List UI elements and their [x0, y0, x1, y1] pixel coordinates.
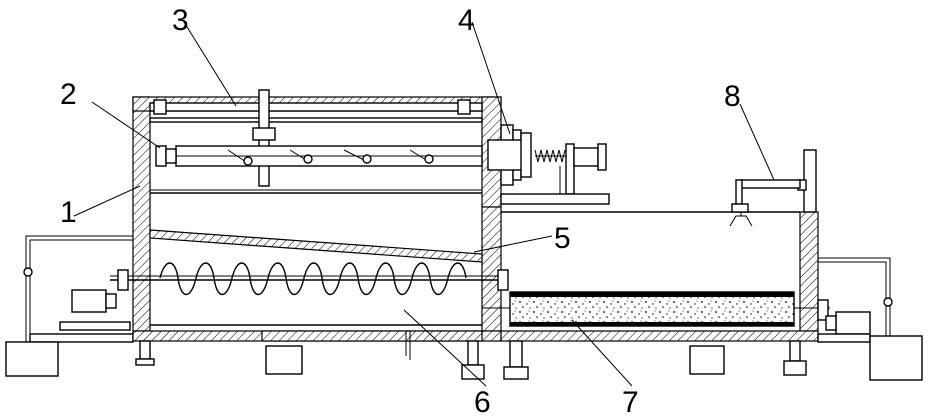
- blade-shaft: [156, 146, 482, 166]
- left-motor: [6, 236, 133, 376]
- filter-tank: [482, 212, 830, 341]
- right-control-box: [870, 336, 922, 380]
- leader-3: [184, 22, 236, 106]
- label-2: 2: [60, 78, 77, 111]
- part-labels: 1 2 3 4 5 6 7 8: [60, 4, 741, 416]
- label-4: 4: [458, 4, 475, 37]
- base-feet: [136, 341, 806, 379]
- label-1: 1: [60, 196, 77, 229]
- main-housing: [133, 97, 501, 331]
- top-rail: [150, 90, 482, 186]
- right-motor: [818, 258, 922, 380]
- label-8: 8: [724, 80, 741, 113]
- screw-conveyor: [110, 263, 508, 295]
- leader-7: [572, 320, 632, 386]
- leader-8: [740, 104, 774, 180]
- left-control-box: [6, 342, 58, 376]
- leader-1: [74, 186, 140, 216]
- label-5: 5: [554, 222, 571, 255]
- label-6: 6: [474, 386, 491, 416]
- collection-tray: [133, 331, 501, 360]
- label-7: 7: [622, 386, 639, 416]
- inclined-screen: [150, 230, 482, 262]
- label-3: 3: [172, 4, 189, 37]
- drive-unit: [488, 125, 609, 204]
